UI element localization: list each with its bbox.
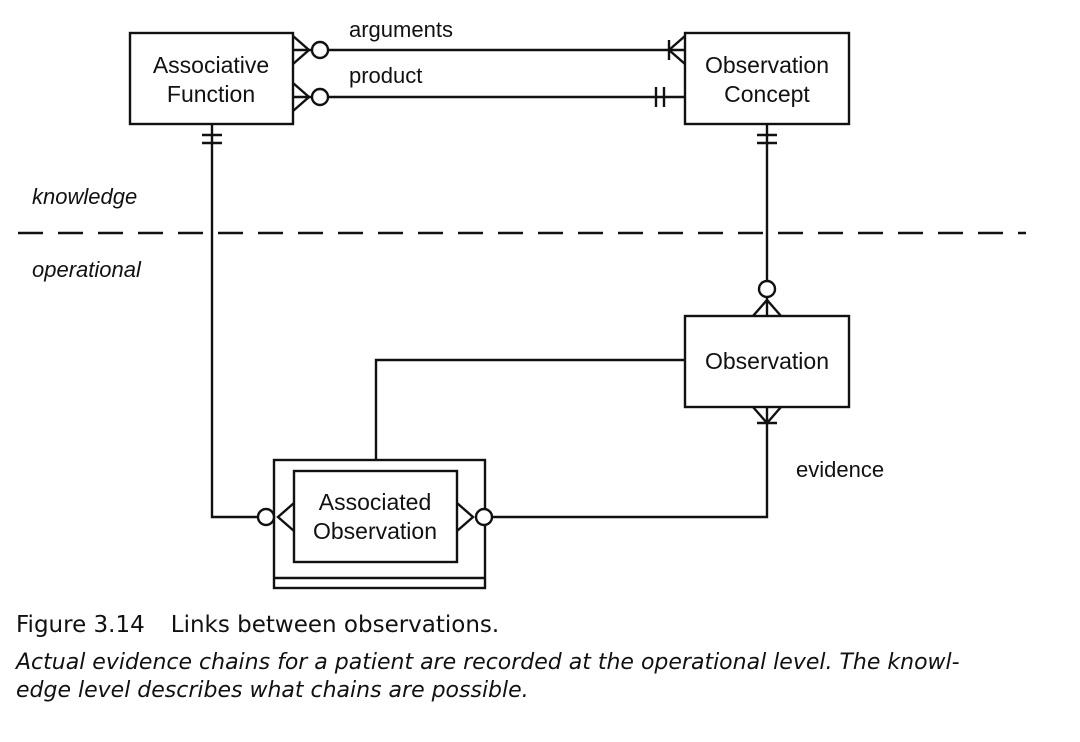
product-label: product [349, 63, 422, 88]
concept-exactly-one-bars [757, 133, 777, 145]
observation-to-associated-line [374, 358, 685, 460]
observation-concept-label-line-1: Observation [705, 52, 829, 78]
associated-observation-box [292, 469, 459, 564]
figure-title: Links between observations. [170, 612, 500, 638]
function-to-associated-line [210, 125, 258, 519]
observation-bottom-crowfoot [752, 406, 782, 425]
evidence-label: evidence [796, 457, 884, 482]
figure-caption: Figure 3.14 Links between observations. A… [16, 612, 1066, 705]
figure-number: Figure 3.14 [16, 612, 145, 638]
arguments-function-end-crowfoot [292, 35, 330, 65]
product-concept-end-bars [654, 87, 666, 107]
product-function-end-crowfoot [292, 82, 330, 112]
associated-right-crowfoot [456, 502, 494, 532]
arguments-concept-end-crowfoot [667, 35, 686, 65]
associative-function-label-line-2: Function [167, 81, 255, 107]
observation-top-crowfoot [752, 279, 782, 317]
caption-description-line-1: Actual evidence chains for a patient are… [16, 650, 960, 675]
er-diagram: Associative Function Observation Concept… [18, 17, 1026, 590]
associative-function-box [128, 31, 295, 126]
observation-box [683, 314, 851, 409]
function-exactly-one-bars [202, 133, 222, 145]
associated-observation-label-line-1: Associated [319, 489, 432, 515]
associative-function-label-line-1: Associative [153, 52, 269, 78]
knowledge-level-label: knowledge [32, 184, 137, 209]
arguments-label: arguments [349, 17, 453, 42]
observation-concept-label-line-2: Concept [724, 81, 810, 107]
evidence-line [493, 407, 769, 519]
associated-left-crowfoot [256, 502, 295, 532]
associated-observation-label-line-2: Observation [313, 518, 437, 544]
observation-label: Observation [705, 348, 829, 374]
caption-description-line-2: edge level describes what chains are pos… [16, 678, 529, 703]
caption-description: Actual evidence chains for a patient are… [16, 649, 1066, 705]
operational-level-label: operational [32, 257, 142, 282]
caption-title: Figure 3.14 Links between observations. [16, 612, 1066, 638]
observation-concept-box [683, 31, 851, 126]
